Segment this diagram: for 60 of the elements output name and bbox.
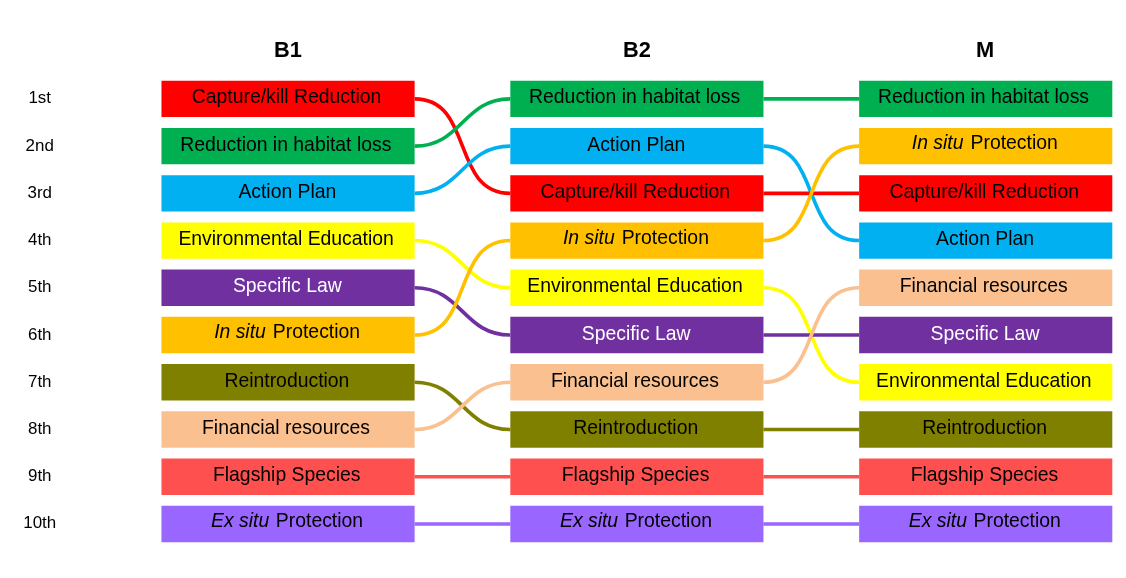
- node-box: Environmental Education: [859, 364, 1113, 401]
- node-box: Reduction in habitat loss: [859, 80, 1113, 117]
- node-box: Reduction in habitat loss: [161, 127, 415, 165]
- node-box: Action Plan: [859, 222, 1113, 259]
- node-box: Capture/kill Reduction: [161, 80, 415, 117]
- connector: [763, 191, 860, 196]
- node-box: Financial resources: [510, 364, 764, 401]
- node-box: Reintroduction: [510, 411, 764, 448]
- label: M: [976, 36, 995, 62]
- connector: [763, 474, 860, 479]
- node-box: Environmental Education: [510, 269, 764, 306]
- connector: [414, 474, 511, 479]
- label: 7th: [27, 371, 52, 391]
- node-box: Flagship Species: [161, 458, 415, 495]
- node-box: Capture/kill Reduction: [859, 175, 1113, 212]
- node-box: Financial resources: [161, 411, 415, 448]
- connector: [414, 238, 511, 290]
- label: 2nd: [25, 135, 54, 155]
- connector: [414, 380, 511, 432]
- connector: [763, 144, 860, 243]
- node-box: Reintroduction: [161, 364, 415, 401]
- node-box: Flagship Species: [859, 458, 1113, 495]
- connector: [414, 238, 511, 337]
- connector: [763, 333, 860, 337]
- label: 8th: [27, 418, 52, 438]
- label: B2: [622, 36, 651, 62]
- connector: [414, 286, 511, 337]
- node-box: In situ Protection: [510, 222, 764, 259]
- label: 10th: [23, 513, 57, 533]
- label: B1: [274, 36, 302, 62]
- node-box: Reduction in habitat loss: [510, 80, 764, 117]
- connector: [414, 97, 511, 196]
- connector: [763, 97, 860, 101]
- node-box: Flagship Species: [510, 458, 764, 495]
- node-box: Ex situ Protection: [510, 505, 764, 543]
- label: 3rd: [27, 182, 52, 202]
- node-box: Financial resources: [859, 269, 1113, 306]
- node-box: Action Plan: [161, 175, 415, 212]
- connector: [763, 427, 860, 432]
- node-box: Capture/kill Reduction: [510, 175, 764, 212]
- connector: [414, 144, 511, 196]
- label: 4th: [27, 230, 52, 250]
- connector: [414, 522, 511, 526]
- label: 1st: [28, 88, 52, 108]
- node-box: Specific Law: [161, 269, 415, 306]
- label: 5th: [27, 277, 52, 297]
- node-box: Action Plan: [510, 127, 764, 165]
- node-box: In situ Protection: [859, 127, 1113, 165]
- node-box: Reintroduction: [859, 411, 1113, 448]
- node-box: Specific Law: [510, 316, 764, 354]
- label: 9th: [27, 466, 52, 486]
- node-box: In situ Protection: [161, 316, 415, 354]
- label: 6th: [27, 324, 52, 344]
- node-box: Specific Law: [859, 316, 1113, 354]
- connector: [414, 97, 511, 148]
- node-box: Ex situ Protection: [161, 505, 415, 543]
- node-box: Environmental Education: [161, 222, 415, 259]
- connector: [763, 286, 860, 385]
- node-box: Ex situ Protection: [859, 505, 1113, 543]
- connector: [763, 522, 860, 526]
